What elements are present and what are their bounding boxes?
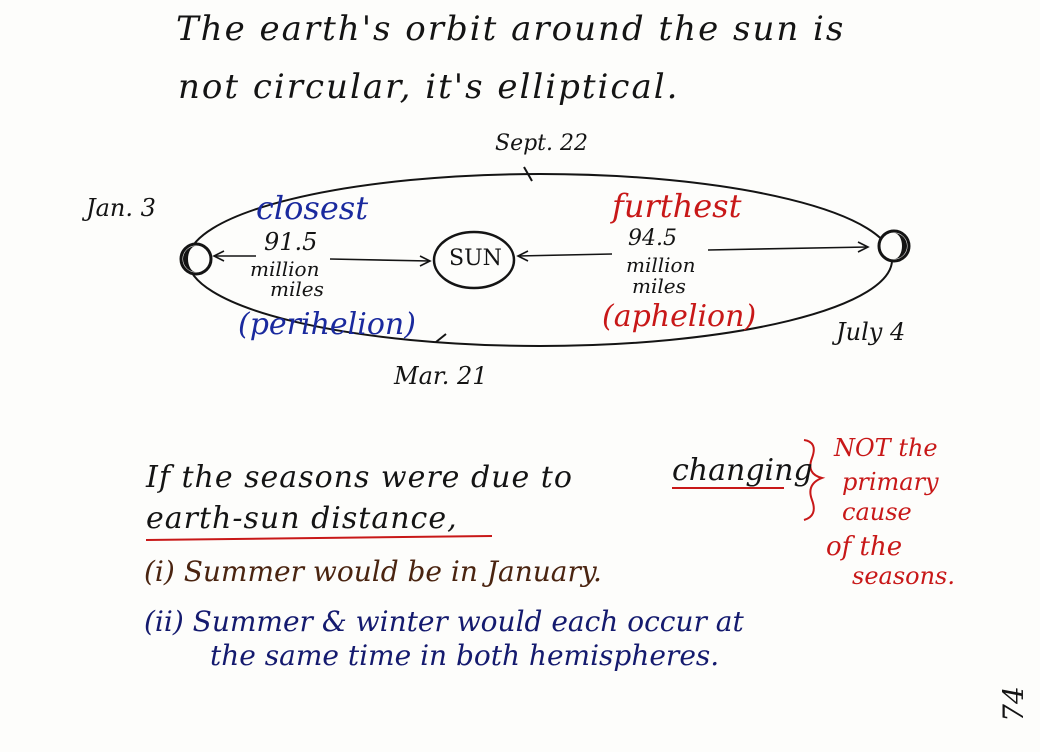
item-1: (i) Summer would be in January. <box>144 555 602 588</box>
side-note-line-4: of the <box>826 532 903 562</box>
closest-distance-arrow <box>212 250 432 267</box>
distance-underline <box>145 535 493 541</box>
furthest-value: 94.5 <box>628 226 677 251</box>
sun-circle <box>432 230 516 290</box>
furthest-label: furthest <box>612 187 742 225</box>
aphelion-label: (aphelion) <box>602 299 757 334</box>
closest-value: 91.5 <box>264 228 318 256</box>
side-note-line-2: primary <box>842 468 939 496</box>
jan-label: Jan. 3 <box>86 194 156 222</box>
july-label: July 4 <box>836 318 906 346</box>
statement-line-1: If the seasons were due to <box>146 460 573 495</box>
side-note-line-5: seasons. <box>852 562 955 590</box>
title-line-1: The earth's orbit around the sun is <box>176 9 846 49</box>
furthest-unit-2: miles <box>632 274 686 298</box>
item-2-line-2: the same time in both hemispheres. <box>210 639 720 672</box>
perihelion-label: (perihelion) <box>238 307 416 342</box>
statement-line-2: earth-sun distance, <box>146 501 458 536</box>
sept-label: Sept. 22 <box>495 131 588 156</box>
closest-unit-1: million <box>250 257 320 281</box>
title-line-2: not circular, it's elliptical. <box>178 67 680 107</box>
brace-icon <box>803 439 826 521</box>
mar-label: Mar. 21 <box>394 362 488 390</box>
mar-tick <box>435 333 447 343</box>
side-note-line-3: cause <box>842 498 912 526</box>
page-number: 74 <box>996 686 1030 722</box>
earth-january-icon <box>179 242 213 276</box>
earth-july-icon <box>877 229 911 263</box>
changing-word: changing <box>672 453 813 488</box>
closest-unit-2: miles <box>270 277 324 301</box>
item-2-line-1: (ii) Summer & winter would each occur at <box>144 605 744 638</box>
closest-label: closest <box>256 189 369 227</box>
side-note-line-1: NOT the <box>834 434 938 462</box>
sun-label: SUN <box>449 246 502 271</box>
furthest-unit-1: million <box>626 253 696 277</box>
sept-tick <box>523 166 533 182</box>
furthest-distance-arrow <box>516 241 870 262</box>
